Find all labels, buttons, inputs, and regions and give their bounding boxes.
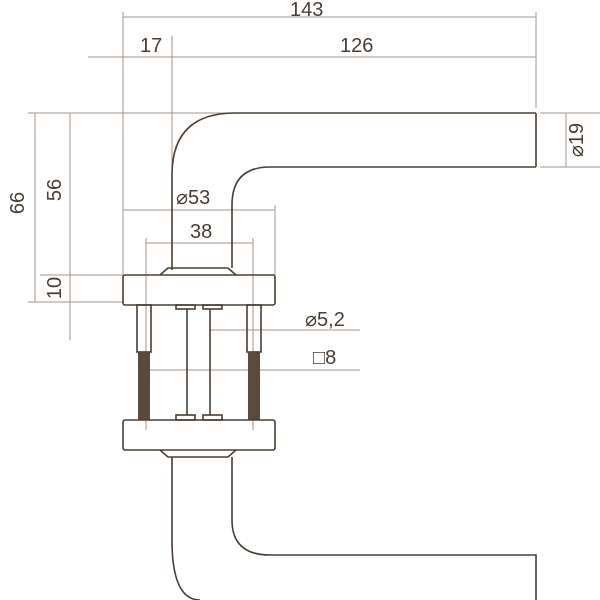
dim-total-height: 66 xyxy=(7,191,30,215)
dim-offset: 17 xyxy=(140,35,163,57)
dim-spindle-square: □8 xyxy=(313,347,337,369)
dim-rose-height: 10 xyxy=(44,276,67,300)
dim-lever-diameter: ⌀19 xyxy=(566,122,589,158)
lever-top xyxy=(171,112,537,270)
dim-rose-diameter: ⌀53 xyxy=(176,187,211,209)
dim-lever-height: 56 xyxy=(44,178,67,202)
dim-screw-spacing: 38 xyxy=(190,221,213,243)
lever-bottom xyxy=(171,457,537,600)
dim-total-length: 143 xyxy=(290,0,324,21)
dim-lever-length: 126 xyxy=(340,35,374,57)
spindle xyxy=(175,304,223,421)
rose-bottom xyxy=(122,419,276,458)
rose-top xyxy=(122,267,276,306)
dim-screw-diameter: ⌀5,2 xyxy=(305,309,345,331)
screws xyxy=(136,304,262,420)
dimension-lines xyxy=(28,12,600,430)
